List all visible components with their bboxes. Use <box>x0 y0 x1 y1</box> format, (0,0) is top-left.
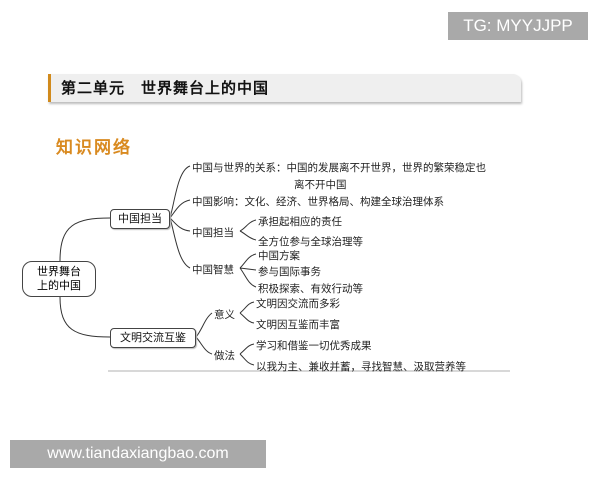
relation-text-line2: 离不开中国 <box>294 179 347 191</box>
watermark-top: TG: MYYJJPP <box>448 12 588 40</box>
unit-header: 第二单元 世界舞台上的中国 <box>48 74 521 102</box>
method-item: 学习和借鉴一切优秀成果 <box>256 340 372 352</box>
connector-root-branch1 <box>59 217 111 262</box>
connector-wisdom-items <box>239 253 257 288</box>
wisdom-item: 积极探索、有效行动等 <box>258 283 363 295</box>
influence-text: 中国影响：文化、经济、世界格局、构建全球治理体系 <box>192 196 444 208</box>
method-label: 做法 <box>214 350 235 362</box>
responsibility-item: 全方位参与全球治理等 <box>258 236 363 248</box>
connector-meaning-items <box>239 301 255 324</box>
responsibility-label: 中国担当 <box>192 227 234 239</box>
connector-branch1-influence <box>169 199 191 219</box>
responsibility-item: 承担起相应的责任 <box>258 216 342 228</box>
root-label-line1: 世界舞台 <box>37 265 81 278</box>
wisdom-item: 参与国际事务 <box>258 266 321 278</box>
root-node: 世界舞台 上的中国 <box>22 261 96 297</box>
relation-text-line1: 中国与世界的关系：中国的发展离不开世界，世界的繁荣稳定也 <box>192 162 486 174</box>
connector-branch2-method <box>195 336 213 355</box>
wisdom-item: 中国方案 <box>258 250 300 262</box>
wisdom-label: 中国智慧 <box>192 264 234 276</box>
connector-branch1-relation <box>169 165 191 219</box>
connector-branch1-responsibility <box>169 217 191 232</box>
branch-civilization-exchange: 文明交流互鉴 <box>110 328 196 348</box>
branch-china-responsibility: 中国担当 <box>110 209 170 229</box>
connector-method-items <box>239 343 255 366</box>
connector-branch1-wisdom <box>169 217 191 269</box>
method-item: 以我为主、兼收并蓄，寻找智慧、汲取营养等 <box>256 361 466 373</box>
unit-title: 第二单元 世界舞台上的中国 <box>61 79 270 97</box>
root-label-line2: 上的中国 <box>37 279 81 292</box>
meaning-item: 文明因互鉴而丰富 <box>256 319 340 331</box>
section-title: 知识网络 <box>56 138 132 158</box>
meaning-item: 文明因交流而多彩 <box>256 298 340 310</box>
meaning-label: 意义 <box>214 309 235 321</box>
connector-branch2-meaning <box>195 312 213 338</box>
watermark-bottom: www.tiandaxiangbao.com <box>10 440 266 468</box>
connector-responsibility-items <box>239 219 257 241</box>
connector-root-branch2 <box>59 296 111 338</box>
